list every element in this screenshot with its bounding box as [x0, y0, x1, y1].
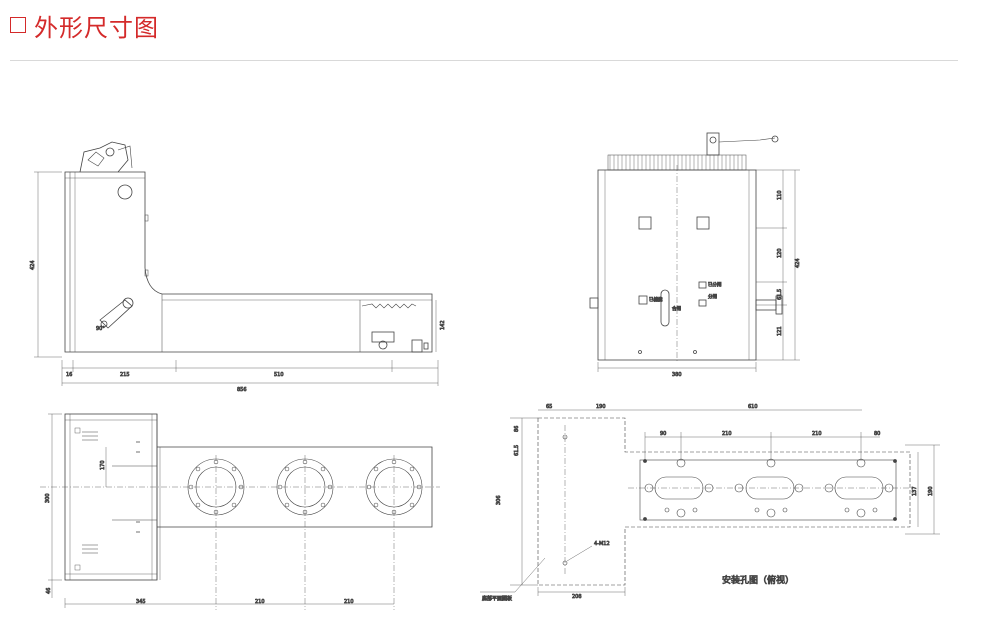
label-charged: 已储能 [649, 296, 663, 303]
dim-hole-210a: 210 [722, 431, 732, 437]
dim-top-300: 300 [45, 493, 51, 503]
dim-side-16: 16 [66, 372, 72, 378]
dim-hole-190: 190 [596, 404, 606, 410]
dim-hole-208: 208 [572, 594, 582, 600]
dim-hole-86: 86 [514, 426, 520, 432]
bolt-spec: 4-M12 [594, 541, 610, 547]
dim-hole-90: 90 [660, 431, 666, 437]
dim-hole-306: 306 [496, 495, 502, 505]
section-header: 外形尺寸图 [10, 8, 159, 42]
dim-front-424: 424 [795, 258, 801, 268]
dim-side-total: 856 [237, 387, 247, 393]
dim-front-615: 61.5 [777, 289, 783, 300]
dim-front-120: 120 [777, 248, 783, 258]
bottom-plate-note: 底部平面图板 [482, 595, 512, 602]
dim-top-210b: 210 [344, 599, 354, 605]
front-view: 已储能 已分闸 分闸 合闸 110 120 61.5 121 424 380 [589, 132, 801, 378]
dim-top-210a: 210 [255, 599, 265, 605]
dim-hole-610: 610 [748, 404, 758, 410]
side-view: 424 142 16 215 510 856 90° [30, 141, 446, 393]
dim-hole-190r: 190 [928, 486, 934, 496]
checkbox-square-icon [10, 17, 26, 33]
dim-hole-80: 80 [874, 431, 880, 437]
dim-hole-137: 137 [912, 486, 918, 496]
header-divider [10, 60, 958, 61]
label-open: 分闸 [708, 293, 717, 300]
dim-side-angle: 90° [96, 326, 105, 332]
dim-top-170: 170 [100, 460, 106, 470]
hole-view: 65 190 610 90 210 210 80 86 61.5 306 137… [480, 404, 940, 602]
hole-view-caption: 安装孔图（俯视） [722, 574, 794, 586]
dim-hole-210b: 210 [812, 431, 822, 437]
dim-side-510: 510 [274, 372, 284, 378]
dim-front-121: 121 [777, 326, 783, 336]
dim-side-right: 142 [440, 320, 446, 330]
label-close: 合闸 [672, 305, 681, 312]
section-title: 外形尺寸图 [34, 13, 159, 42]
dim-front-width: 380 [672, 372, 682, 378]
label-opened: 已分闸 [708, 281, 722, 288]
dim-top-46: 46 [46, 588, 52, 594]
dim-side-215: 215 [120, 372, 130, 378]
dim-side-height: 424 [30, 260, 36, 270]
dim-hole-65: 65 [546, 404, 552, 410]
dim-front-110: 110 [777, 190, 783, 200]
top-view: 300 170 46 345 210 210 [40, 413, 440, 610]
dim-hole-615: 61.5 [514, 445, 520, 456]
dim-top-345: 345 [136, 599, 146, 605]
